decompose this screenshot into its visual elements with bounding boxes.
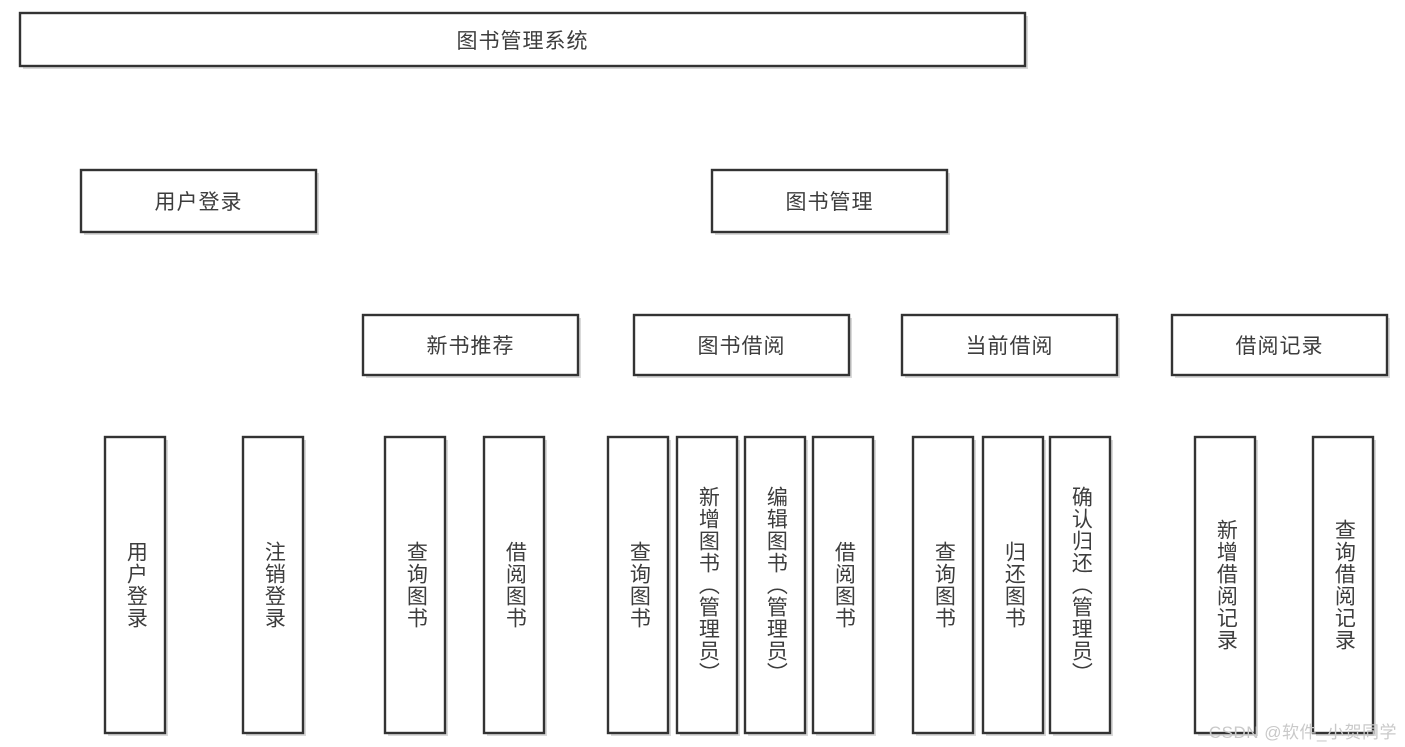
node-box-leaf-query-record[interactable] (1311, 435, 1375, 735)
node-box-new-book-recommend[interactable] (361, 313, 580, 377)
node-box-current-borrow[interactable] (900, 313, 1119, 377)
node-box-book-manage[interactable] (710, 168, 949, 234)
node-box-leaf-user-login[interactable] (103, 435, 167, 735)
node-box-leaf-borrow-book-1[interactable] (482, 435, 546, 735)
node-box-leaf-add-book[interactable] (675, 435, 739, 735)
node-box-leaf-borrow-book-2[interactable] (811, 435, 875, 735)
node-box-leaf-add-record[interactable] (1193, 435, 1257, 735)
node-box-root[interactable] (18, 11, 1027, 68)
node-box-user-login[interactable] (79, 168, 318, 234)
node-box-leaf-edit-book[interactable] (743, 435, 807, 735)
watermark-text: CSDN @软件_小贺同学 (1208, 723, 1397, 742)
node-box-borrow-record[interactable] (1170, 313, 1389, 377)
node-box-book-borrow[interactable] (632, 313, 851, 377)
node-box-leaf-query-book-1[interactable] (383, 435, 447, 735)
node-box-leaf-confirm-return[interactable] (1048, 435, 1112, 735)
node-box-leaf-query-book-2[interactable] (606, 435, 670, 735)
boxes-layer (18, 11, 1389, 735)
node-box-leaf-return-book[interactable] (981, 435, 1045, 735)
node-box-leaf-query-book-3[interactable] (911, 435, 975, 735)
node-box-leaf-logout[interactable] (241, 435, 305, 735)
